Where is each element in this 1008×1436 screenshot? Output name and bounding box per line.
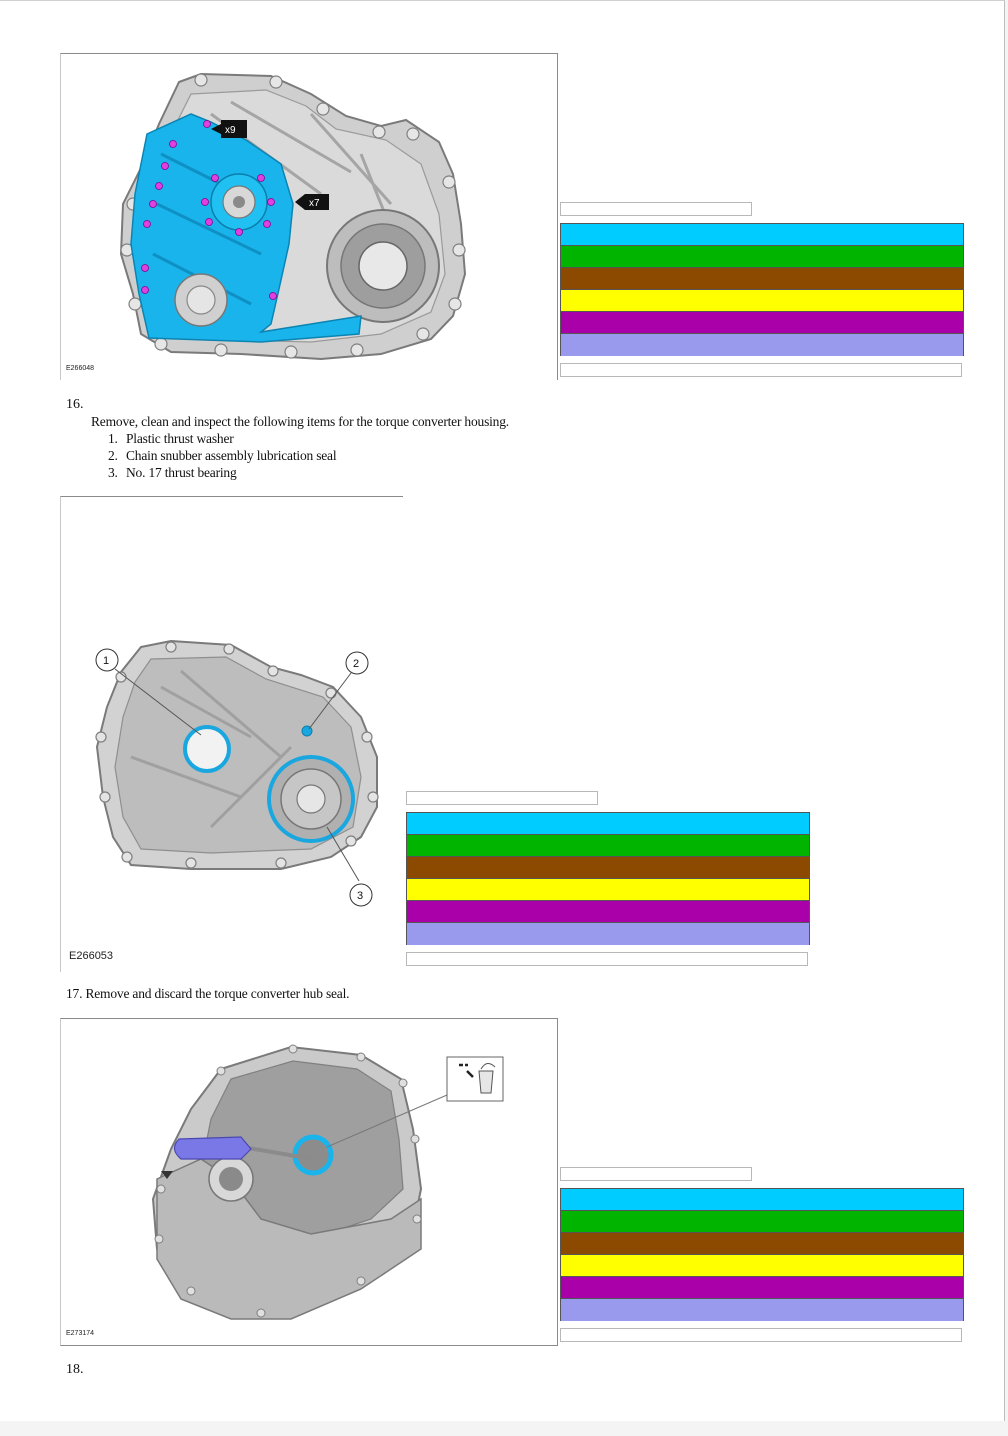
- svg-text:3: 3: [357, 890, 363, 902]
- svg-text:2: 2: [353, 658, 359, 670]
- legend-footer: [406, 952, 808, 966]
- callout-1: 1: [95, 648, 119, 672]
- legend-bars: [560, 1188, 964, 1321]
- legend-color-bar: [561, 312, 963, 334]
- x9-callout-arrow: [211, 120, 247, 138]
- legend-color-bar: [407, 901, 809, 923]
- legend-color-bar: [561, 1211, 963, 1233]
- figure-id: E266048: [66, 365, 95, 372]
- legend-header: [560, 202, 752, 216]
- legend-color-bar: [561, 246, 963, 268]
- step-16-text: Remove, clean and inspect the following …: [91, 414, 509, 429]
- legend-bars: [406, 812, 810, 945]
- legend-header: [560, 1167, 752, 1181]
- legend-color-bar: [407, 857, 809, 879]
- legend-color-bar: [561, 1189, 963, 1211]
- legend-footer: [560, 1328, 962, 1342]
- figure-id: E273174: [66, 1330, 95, 1337]
- discard-bin-icon: [446, 1056, 504, 1102]
- list-item: 3.No. 17 thrust bearing: [108, 465, 237, 480]
- legend-color-bar: [407, 835, 809, 857]
- color-legend-2: [406, 790, 810, 968]
- legend-color-bar: [561, 334, 963, 356]
- step-18-number: 18.: [66, 1362, 84, 1377]
- legend-color-bar: [407, 923, 809, 945]
- callout-3: 3: [349, 883, 373, 907]
- callout-2: 2: [345, 651, 369, 675]
- housing-items-illustration: 1 2 3: [95, 639, 379, 907]
- list-item: 1.Plastic thrust washer: [108, 431, 234, 446]
- x9-callout-label: x9: [225, 125, 236, 136]
- step-16-items: 1.Plastic thrust washer 2.Chain snubber …: [108, 430, 337, 481]
- color-legend-1: [560, 201, 964, 379]
- figure-e266048: x9 x7 E266048: [60, 53, 558, 380]
- x7-callout-label: x7: [309, 198, 320, 209]
- legend-color-bar: [407, 879, 809, 901]
- figure-e273174: E273174: [60, 1018, 558, 1346]
- legend-color-bar: [561, 1255, 963, 1277]
- legend-color-bar: [561, 1233, 963, 1255]
- figure-e266053: 1 2 3 E266053: [60, 496, 403, 972]
- legend-bars: [560, 223, 964, 356]
- svg-text:1: 1: [103, 655, 109, 667]
- screwdriver-handle: [173, 1136, 252, 1160]
- legend-color-bar: [561, 1299, 963, 1321]
- legend-color-bar: [561, 1277, 963, 1299]
- step-17-text: 17. Remove and discard the torque conver…: [66, 986, 350, 1001]
- legend-color-bar: [561, 290, 963, 312]
- legend-header: [406, 791, 598, 805]
- list-item: 2.Chain snubber assembly lubrication sea…: [108, 448, 337, 463]
- legend-color-bar: [561, 268, 963, 290]
- legend-color-bar: [561, 224, 963, 246]
- figure-id: E266053: [69, 950, 114, 962]
- step-16-number: 16.: [66, 397, 84, 412]
- legend-footer: [560, 363, 962, 377]
- housing-bolts-illustration: x9 x7: [119, 72, 467, 361]
- hub-seal-removal-illustration: [151, 1044, 504, 1320]
- x7-callout-arrow: [295, 194, 329, 210]
- legend-color-bar: [407, 813, 809, 835]
- color-legend-3: [560, 1166, 964, 1344]
